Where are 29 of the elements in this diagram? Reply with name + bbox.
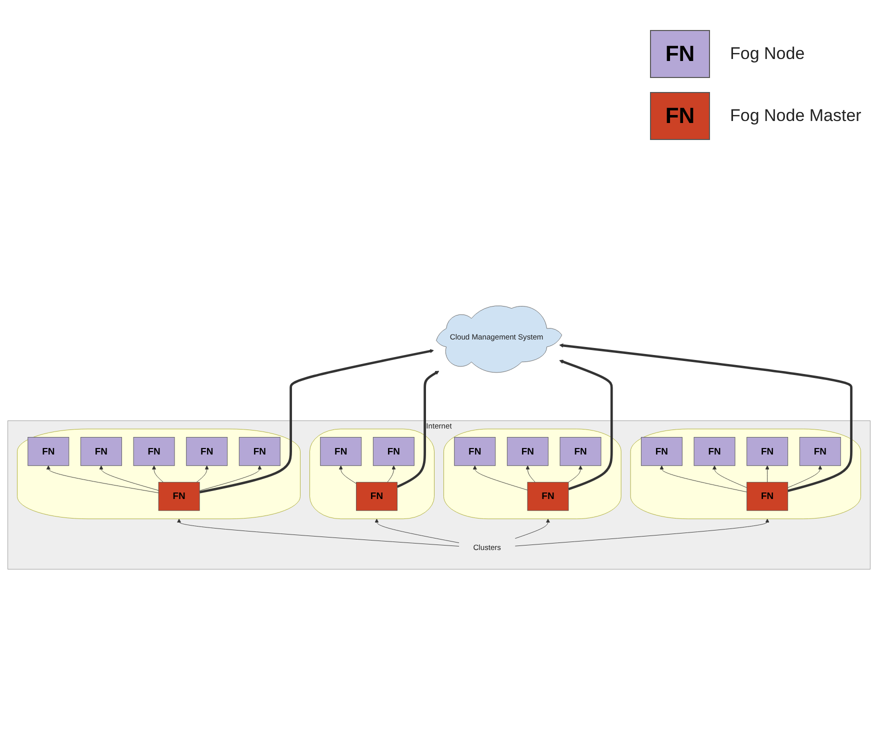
node-box: FN: [746, 482, 788, 511]
legend-label: Fog Node Master: [730, 106, 862, 126]
cluster: [443, 428, 621, 520]
legend-swatch: FN: [650, 92, 710, 140]
node-box: FN: [320, 437, 362, 466]
node-box: FN: [158, 482, 200, 511]
cluster: [308, 428, 434, 520]
node-box: FN: [454, 437, 496, 466]
arrow: [558, 360, 612, 490]
node-box: FN: [526, 482, 568, 511]
node-box: FN: [640, 437, 682, 466]
node-box: FN: [506, 437, 548, 466]
cluster: [630, 428, 860, 520]
node-box: FN: [132, 437, 174, 466]
legend-swatch: FN: [650, 30, 710, 78]
node-box: FN: [559, 437, 601, 466]
node-box: FN: [27, 437, 69, 466]
arrow: [396, 370, 439, 488]
cluster: [16, 428, 300, 520]
arrow: [558, 343, 852, 492]
legend-label: Fog Node: [730, 44, 805, 64]
node-box: FN: [355, 482, 397, 511]
node-box: FN: [746, 437, 788, 466]
node-box: FN: [372, 437, 414, 466]
node-box: FN: [80, 437, 122, 466]
node-box: FN: [693, 437, 735, 466]
node-box: FN: [238, 437, 280, 466]
node-box: FN: [186, 437, 228, 466]
node-box: FN: [798, 437, 840, 466]
